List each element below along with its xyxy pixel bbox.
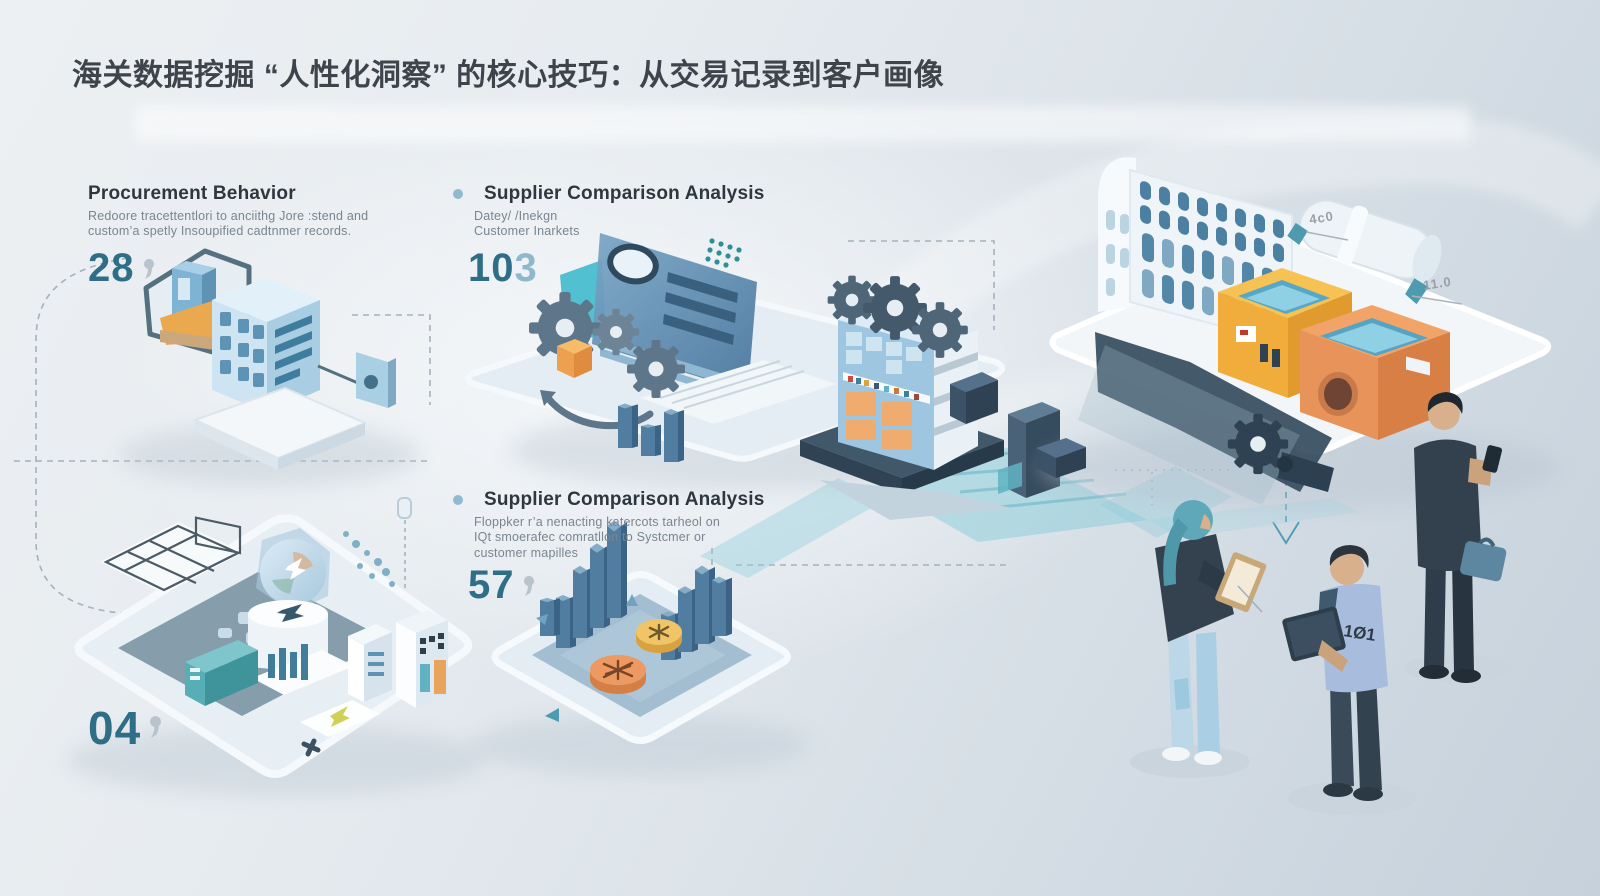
pipe-top-annotation: 4c0 bbox=[1308, 208, 1335, 227]
section-supplier-comparison-top: Supplier Comparison Analysis Datey/ /Ine… bbox=[453, 183, 774, 240]
metric-supplier-bottom: 57 bbox=[468, 565, 535, 605]
quote-comma-icon bbox=[523, 576, 534, 596]
trade-data-platform-illustration bbox=[65, 497, 485, 796]
page-title: 海关数据挖掘 “人性化洞察” 的核心技巧：从交易记录到客户画像 bbox=[72, 59, 945, 92]
shirt-number-label: 1Ø1 bbox=[1342, 621, 1377, 645]
pipe-side-annotation: 11.0 bbox=[1422, 274, 1453, 293]
section-heading: Procurement Behavior bbox=[88, 183, 296, 204]
person-man-laptop: 1Ø1 bbox=[1282, 545, 1388, 801]
factory-illustration: 4c0 11.0 bbox=[1036, 157, 1560, 510]
bullet-dot-icon bbox=[453, 189, 463, 199]
shield-building-illustration bbox=[120, 248, 420, 487]
section-heading: Supplier Comparison Analysis bbox=[484, 489, 765, 510]
person-woman-clipboard bbox=[1155, 500, 1267, 765]
section-supplier-comparison-bottom: Supplier Comparison Analysis Floppker r’… bbox=[453, 489, 774, 561]
quote-comma-icon bbox=[150, 716, 162, 738]
bullet-dot-icon bbox=[453, 495, 463, 505]
processing-machine-illustration bbox=[700, 275, 1360, 578]
metric-step-four: 04 bbox=[88, 705, 162, 751]
section-heading: Supplier Comparison Analysis bbox=[484, 183, 765, 204]
metric-supplier-top: 103 bbox=[468, 246, 538, 290]
section-description: Datey/ /Inekgn Customer Inarkets bbox=[474, 209, 580, 239]
comparison-charts-illustration bbox=[470, 520, 810, 775]
metric-procurement: 28 bbox=[88, 248, 155, 288]
section-description: Redoore tracettentlori to anciithg Jore … bbox=[88, 209, 369, 239]
quote-comma-icon bbox=[143, 259, 154, 279]
people-illustration: 1Ø1 bbox=[1130, 392, 1512, 815]
dot-grid-icon bbox=[705, 238, 742, 268]
section-description: Floppker r’a nenacting katercots tarheol… bbox=[474, 515, 721, 560]
pipe-measurements: 4c0 11.0 bbox=[1305, 208, 1463, 305]
section-procurement-behavior: Procurement Behavior Redoore tracettentl… bbox=[88, 183, 388, 240]
person-man-suit bbox=[1414, 392, 1507, 683]
